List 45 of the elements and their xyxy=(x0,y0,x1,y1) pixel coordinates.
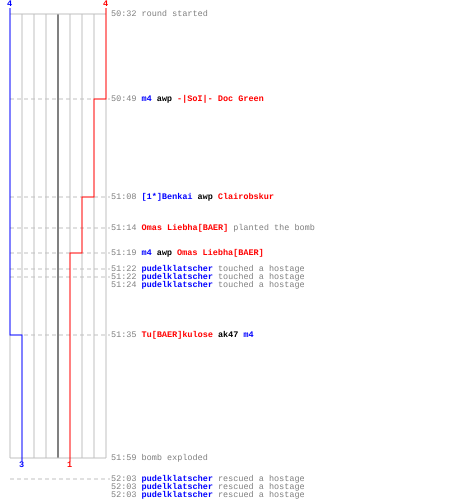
player-name: Omas Liebha[BAER] xyxy=(177,249,264,258)
event-text: bomb exploded xyxy=(142,454,208,462)
player-name: Omas Liebha[BAER] xyxy=(142,224,228,232)
player-name: -|SoI|- Doc Green xyxy=(177,95,264,104)
weapon-name: awp xyxy=(156,249,172,258)
weapon-name: awp xyxy=(198,193,213,202)
event-text: rescued a hostage xyxy=(218,491,305,500)
timestamp: 52:03 xyxy=(111,491,137,500)
timestamp: 51:14 xyxy=(111,224,137,232)
event-text: rescued a hostage xyxy=(218,483,305,492)
timestamp: 52:03 xyxy=(111,483,137,492)
player-name: pudelklatscher xyxy=(142,483,213,492)
timestamp: 50:32 xyxy=(111,10,137,18)
player-name: pudelklatscher xyxy=(142,265,213,274)
event-text: touched a hostage xyxy=(218,273,305,282)
player-name: pudelklatscher xyxy=(142,475,213,484)
event-text: round started xyxy=(142,10,208,18)
event-text: rescued a hostage xyxy=(218,475,305,484)
player-count: 1 xyxy=(67,461,72,470)
timestamp: 52:03 xyxy=(111,475,137,484)
timestamp: 51:22 xyxy=(111,273,137,282)
timestamp: 50:49 xyxy=(111,95,137,104)
player-count: 3 xyxy=(19,461,24,470)
event-text: touched a hostage xyxy=(218,281,305,290)
player-name: Tu[BAER]kulose xyxy=(142,331,213,340)
timestamp: 51:19 xyxy=(111,249,137,258)
player-name: pudelklatscher xyxy=(142,491,213,500)
player-count: 4 xyxy=(7,0,12,8)
weapon-name: m4 xyxy=(142,249,152,258)
weapon-name: m4 xyxy=(142,95,152,104)
event-text: touched a hostage xyxy=(218,265,305,274)
weapon-name: ak47 xyxy=(218,331,238,340)
player-name: [1*]Benkai xyxy=(142,193,193,202)
timestamp: 51:08 xyxy=(111,193,137,202)
player-name: m4 xyxy=(243,331,254,340)
player-count: 4 xyxy=(103,0,108,8)
event-text: planted the bomb xyxy=(233,224,315,232)
timestamp: 51:35 xyxy=(111,331,137,340)
timestamp: 51:24 xyxy=(111,281,137,290)
player-name: Clairobskur xyxy=(218,193,274,202)
player-name: pudelklatscher xyxy=(142,281,213,290)
player-name: pudelklatscher xyxy=(142,273,213,282)
weapon-name: awp xyxy=(156,95,172,104)
timestamp: 51:22 xyxy=(111,265,137,274)
timestamp: 51:59 xyxy=(111,454,137,462)
